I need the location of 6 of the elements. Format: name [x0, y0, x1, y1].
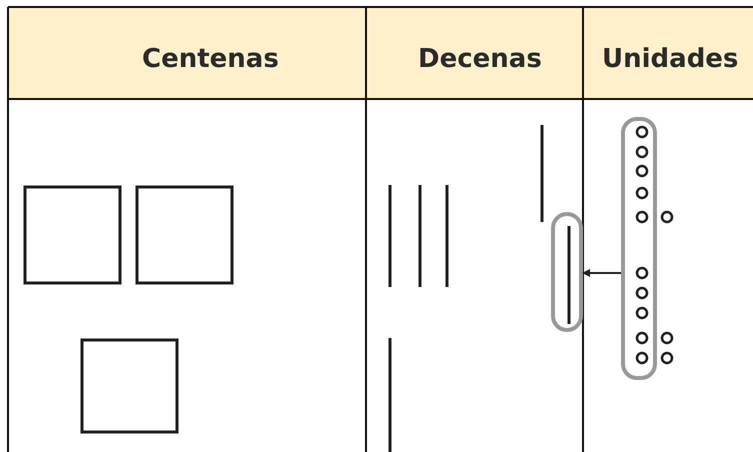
arrow	[582, 269, 621, 277]
column-header: Decenas	[418, 44, 542, 74]
group-outline	[621, 117, 657, 380]
group-outline	[551, 212, 583, 332]
column-header: Centenas	[142, 44, 279, 74]
column-header: Unidades	[602, 44, 738, 74]
